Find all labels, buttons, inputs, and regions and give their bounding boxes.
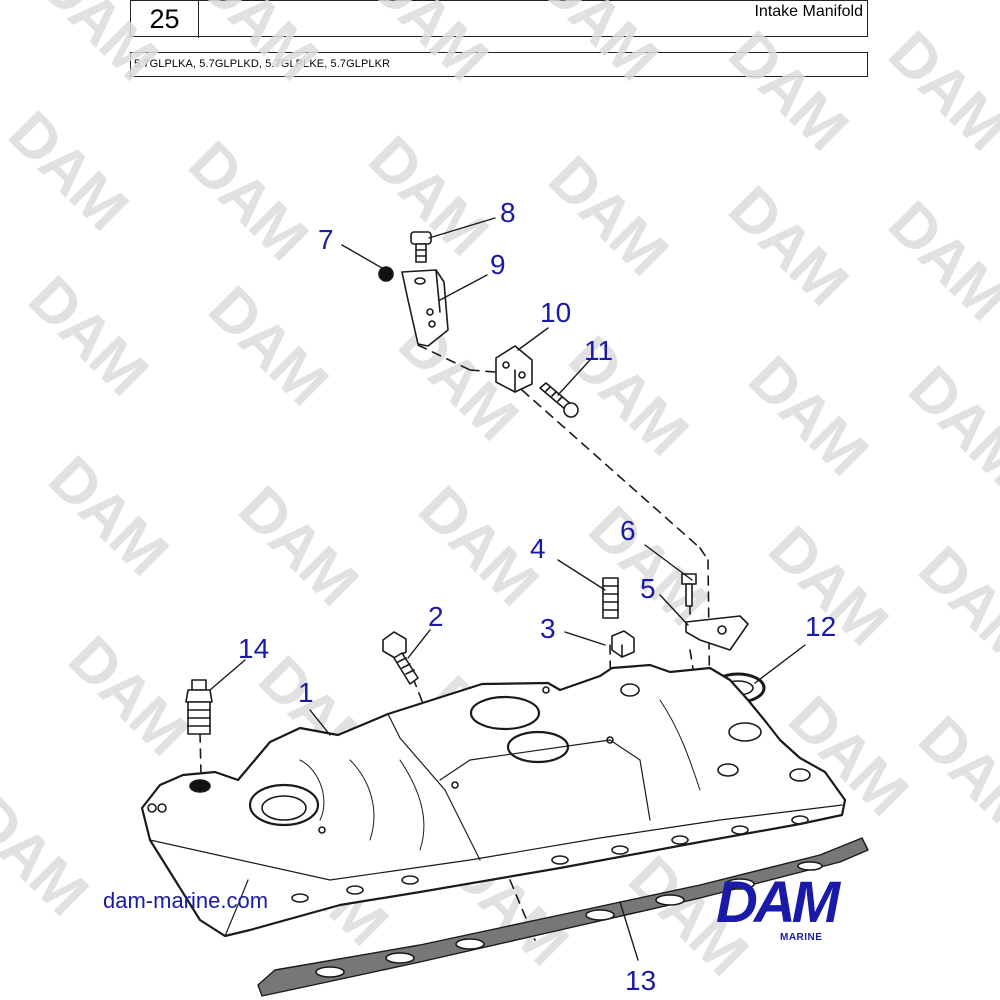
callout-7: 7 (318, 224, 334, 255)
callout-1: 1 (298, 677, 314, 708)
part-10-block (495, 345, 533, 393)
part-5-bracket (685, 615, 749, 651)
callout-2: 2 (428, 601, 444, 632)
callout-13: 13 (625, 965, 656, 996)
part-13-gasket-strip (257, 837, 869, 997)
callout-3: 3 (540, 613, 556, 644)
callout-6: 6 (620, 515, 636, 546)
part-3-nut (611, 630, 635, 658)
page-title: Intake Manifold (754, 3, 863, 20)
part-14-sensor (185, 679, 213, 735)
part-11-bolt (539, 382, 579, 418)
part-7-ball (378, 266, 394, 282)
models-box: 5.7GLPLKA, 5.7GLPLKD, 5.7GLPLKE, 5.7GLPL… (130, 52, 868, 77)
leader-lines (209, 217, 806, 961)
callout-8: 8 (500, 197, 516, 228)
callout-14: 14 (238, 633, 269, 664)
part-1-manifold (140, 663, 847, 938)
header-box: 25 Intake Manifold (130, 0, 868, 38)
part-2-bolt (382, 631, 419, 685)
part-4-stud (602, 577, 619, 619)
callout-9: 9 (490, 249, 506, 280)
part-9-bracket (401, 269, 449, 347)
callout-10: 10 (540, 297, 571, 328)
part-8-bolt (410, 231, 432, 263)
callout-11: 11 (584, 335, 613, 366)
callout-12: 12 (805, 611, 836, 642)
part-6-bolt (681, 573, 697, 607)
callout-4: 4 (530, 533, 546, 564)
brand-logo-word: DAM (716, 870, 840, 935)
brand-logo: DAM MARINE (716, 870, 894, 944)
website-link[interactable]: dam-marine.com (103, 888, 269, 913)
page-number: 25 (131, 1, 199, 38)
brand-logo-subtitle: MARINE (780, 932, 823, 943)
callout-5: 5 (640, 573, 656, 604)
model-list: 5.7GLPLKA, 5.7GLPLKD, 5.7GLPLKE, 5.7GLPL… (134, 58, 391, 70)
